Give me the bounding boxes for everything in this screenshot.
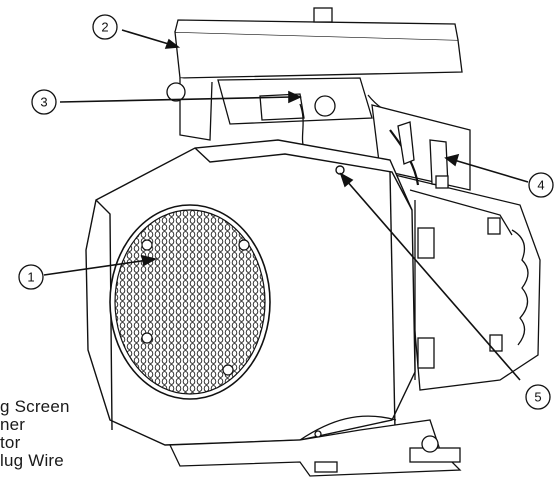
- rotating-screen: [109, 204, 271, 400]
- callout-3-number: 3: [40, 95, 47, 110]
- callout-markers: [18, 14, 554, 410]
- callout-3-circle: [31, 89, 57, 115]
- callout-4-circle: [528, 172, 554, 198]
- callout-4-number: 4: [537, 178, 544, 193]
- callout-1-circle: [18, 264, 44, 290]
- callout-2-number: 2: [101, 20, 108, 35]
- legend-line-1: g Screen: [0, 397, 70, 416]
- legend-line-3: tor: [0, 433, 21, 452]
- callout-5-circle: [525, 384, 551, 410]
- callout-2-circle: [92, 14, 118, 40]
- legend-line-2: ner: [0, 415, 26, 434]
- callout-1-number: 1: [27, 270, 34, 285]
- callout-5-number: 5: [534, 390, 541, 405]
- legend-line-4: lug Wire: [0, 451, 64, 470]
- engine-block: [394, 174, 541, 391]
- callout-leaders: [43, 29, 529, 381]
- engine-base: [168, 415, 462, 477]
